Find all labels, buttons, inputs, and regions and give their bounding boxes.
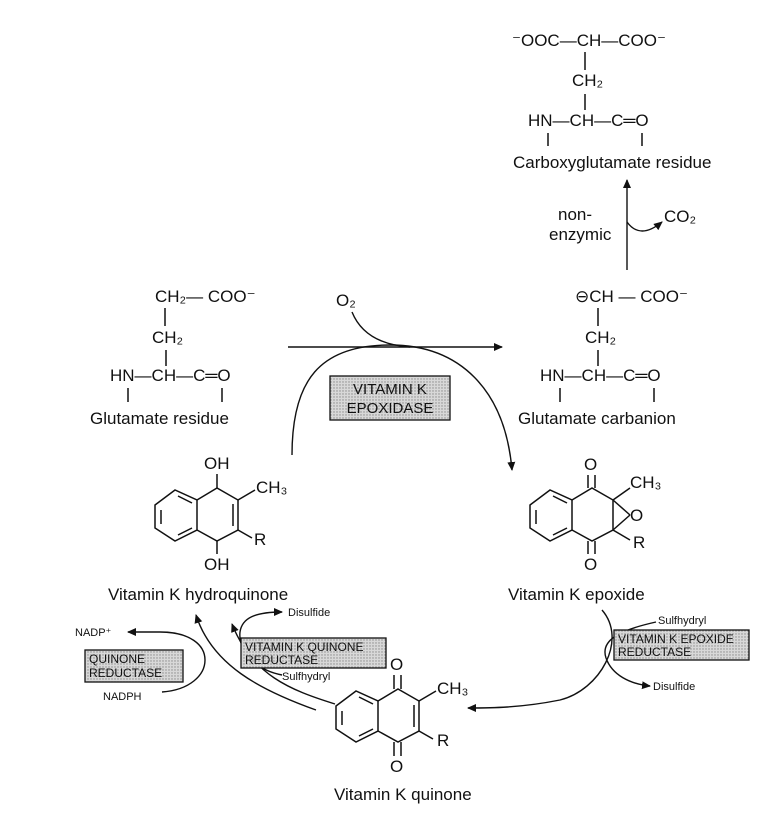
glutamate-ch2: CH₂ xyxy=(152,328,183,347)
quinone-reductase-box-bg xyxy=(84,649,184,683)
epoxide-o-ring: O xyxy=(630,506,643,525)
carboxylation-step: O₂ xyxy=(288,291,503,351)
carbanion-ch2: CH₂ xyxy=(585,328,616,347)
carboxyglutamate-top-line: ⁻OOC—CH—COO⁻ xyxy=(512,31,666,50)
bond xyxy=(177,527,193,536)
hydroquinone-ch3: CH₃ xyxy=(256,478,287,497)
carbanion-backbone: HN—CH—C═O xyxy=(540,366,661,385)
hydroquinone-label: Vitamin K hydroquinone xyxy=(108,585,288,604)
bond xyxy=(177,495,193,504)
glutamate-top-line: CH₂— COO⁻ xyxy=(155,287,256,306)
disulfide-right-label: Disulfide xyxy=(653,681,695,693)
vk-quinone-reductase-label-2: REDUCTASE xyxy=(245,653,318,667)
vk-epoxide-reductase-label-1: VITAMIN K EPOXIDE xyxy=(618,632,734,646)
nonenzymic-label-1: non- xyxy=(558,205,592,224)
bond xyxy=(237,489,256,501)
epoxide-structure: O CH₃ O R O Vitamin K epoxide xyxy=(508,455,661,604)
epoxide-ch3: CH₃ xyxy=(630,473,661,492)
bond xyxy=(358,696,374,705)
bond xyxy=(418,730,434,740)
bond xyxy=(612,499,631,516)
bond xyxy=(612,529,631,541)
sulfhydryl-right-label: Sulfhydryl xyxy=(658,615,706,627)
bond xyxy=(237,529,253,539)
nadp-label: NADP⁺ xyxy=(75,627,112,639)
quinone-reductase-step: NADP⁺ QUINONE REDUCTASE NADPH xyxy=(75,627,206,703)
glutamate-structure: CH₂— COO⁻ CH₂ HN—CH—C═O Glutamate residu… xyxy=(90,287,256,428)
carbanion-structure: ⊖CH — COO⁻ CH₂ HN—CH—C═O Glutamate carba… xyxy=(518,287,688,428)
nadph-to-nadp-arrow xyxy=(127,628,206,693)
vitamin-k-epoxidase-box: VITAMIN K EPOXIDASE xyxy=(329,375,451,421)
epoxide-r: R xyxy=(633,533,645,552)
quinone-o-bottom: O xyxy=(390,757,403,776)
carboxyglutamate-backbone: HN—CH—C═O xyxy=(528,111,649,130)
quinone-structure: O CH₃ R O Vitamin K quinone xyxy=(334,655,472,804)
carboxyglutamate-structure: ⁻OOC—CH—COO⁻ CH₂ HN—CH—C═O Carboxyglutam… xyxy=(512,31,711,172)
quinone-ch3: CH₃ xyxy=(437,679,468,698)
quinone-to-hydroquinone-arrow-1 xyxy=(194,614,317,711)
epoxide-to-quinone-arrow xyxy=(467,609,613,712)
bond xyxy=(552,495,568,504)
bond xyxy=(552,527,568,536)
quinone-r: R xyxy=(437,731,449,750)
quinone-reductase-label-2: REDUCTASE xyxy=(89,666,162,680)
vk-epoxide-reductase-box-bg xyxy=(613,629,750,661)
quinone-reductase-label-1: QUINONE xyxy=(89,652,145,666)
vk-quinone-reductase-box-bg xyxy=(240,637,387,669)
quinone-ring xyxy=(377,688,420,743)
bond xyxy=(612,514,631,531)
nonenzymic-step: non- enzymic CO₂ xyxy=(549,179,696,270)
vk-epoxide-reductase-step: Sulfhydryl VITAMIN K EPOXIDE REDUCTASE D… xyxy=(467,609,750,712)
nadph-label: NADPH xyxy=(103,691,142,703)
disulfide-top-label: Disulfide xyxy=(288,607,330,619)
epoxidase-box-bg xyxy=(329,375,451,421)
epoxidase-label-1: VITAMIN K xyxy=(353,381,427,398)
vk-epoxide-reductase-label-2: REDUCTASE xyxy=(618,645,691,659)
carbanion-label: Glutamate carbanion xyxy=(518,409,676,428)
quinone-o-top: O xyxy=(390,655,403,674)
o2-label: O₂ xyxy=(336,291,356,310)
vk-quinone-reductase-step: Disulfide VITAMIN K QUINONE REDUCTASE Su… xyxy=(239,607,387,683)
quinone-label: Vitamin K quinone xyxy=(334,785,472,804)
epoxide-label: Vitamin K epoxide xyxy=(508,585,645,604)
epoxide-ring xyxy=(571,487,614,542)
epoxide-o-bottom: O xyxy=(584,555,597,574)
vk-quinone-reductase-label-1: VITAMIN K QUINONE xyxy=(245,640,363,654)
carbanion-top-line: ⊖CH — COO⁻ xyxy=(575,287,688,306)
nonenzymic-label-2: enzymic xyxy=(549,225,612,244)
disulfide-out-arrow xyxy=(605,657,651,690)
sulfhydryl-mid-label: Sulfhydryl xyxy=(282,671,330,683)
o2-entry-curve xyxy=(351,311,411,348)
hydroquinone-oh-top: OH xyxy=(204,454,230,473)
hydroquinone-oh-bottom: OH xyxy=(204,555,230,574)
bond xyxy=(612,487,631,501)
bond xyxy=(418,690,437,702)
hydroquinone-ring xyxy=(196,487,239,542)
hydroquinone-structure: OH CH₃ R OH Vitamin K hydroquinone xyxy=(108,454,288,604)
hydroquinone-to-epoxide-arrow xyxy=(291,344,516,471)
co2-release-arrow xyxy=(626,221,663,232)
co2-label: CO₂ xyxy=(664,207,696,226)
quinone-to-hydroquinone-arrow-2 xyxy=(231,623,336,705)
carboxyglutamate-label: Carboxyglutamate residue xyxy=(513,153,711,172)
glutamate-label: Glutamate residue xyxy=(90,409,229,428)
epoxidase-label-2: EPOXIDASE xyxy=(347,400,434,417)
bond xyxy=(358,728,374,737)
glutamate-backbone: HN—CH—C═O xyxy=(110,366,231,385)
epoxide-o-top: O xyxy=(584,455,597,474)
carboxyglutamate-ch2: CH₂ xyxy=(572,71,603,90)
hydroquinone-r: R xyxy=(254,530,266,549)
